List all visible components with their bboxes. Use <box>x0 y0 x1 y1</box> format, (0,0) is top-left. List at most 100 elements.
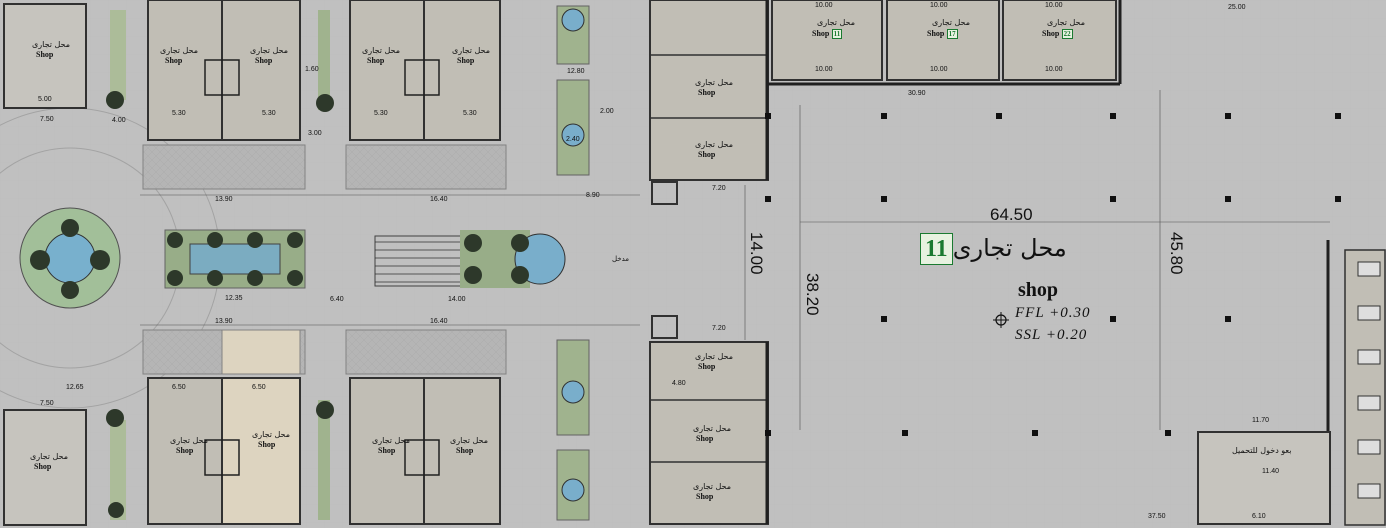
dim-7-20-a: 7.20 <box>712 185 726 192</box>
top-shop-2-en: Shop 17 <box>927 29 958 39</box>
dim-3-00: 3.00 <box>308 130 322 137</box>
upper1-shop-a-en: Shop <box>165 56 183 65</box>
stack-top-shop-b-ar: محل تجارى <box>695 140 734 149</box>
top-shop-1-ar: محل تجارى <box>817 18 856 27</box>
dim-top-shop-1: 10.00 <box>815 2 833 9</box>
left-shop-blocks <box>3 3 126 526</box>
dim-6-10: 6.10 <box>1252 513 1266 520</box>
upper1-shop-b-ar: محل تجارى <box>250 46 289 55</box>
dim-6-40: 6.40 <box>330 296 344 303</box>
upper2-shop-b-en: Shop <box>457 56 475 65</box>
dim-top-shop-2: 10.00 <box>930 2 948 9</box>
shop-block-lower-1 <box>142 329 306 525</box>
dim-16-40-b: 16.40 <box>430 318 448 325</box>
dim-top-shop-2-b: 10.00 <box>930 66 948 73</box>
dim-5-00: 5.00 <box>38 96 52 103</box>
shop-block-upper-1 <box>142 0 306 190</box>
left-shop-top-en: Shop <box>36 50 54 59</box>
lower2-shop-b-ar: محل تجارى <box>450 436 489 445</box>
dim-12-65: 12.65 <box>66 384 84 391</box>
main-shop-ssl: SSL +0.20 <box>1015 327 1088 343</box>
dim-7-20-b: 7.20 <box>712 325 726 332</box>
dim-13-90-b: 13.90 <box>215 318 233 325</box>
stack-top-shop-a-en: Shop <box>698 88 716 97</box>
upper1-shop-a-ar: محل تجارى <box>160 46 199 55</box>
dim-8-90: 8.90 <box>586 192 600 199</box>
stack-bottom-shop-c-ar: محل تجارى <box>693 482 732 491</box>
dim-13-90-a: 13.90 <box>215 196 233 203</box>
dim-4-00: 4.00 <box>112 117 126 124</box>
level-marker <box>993 312 1009 328</box>
dim-16-40-a: 16.40 <box>430 196 448 203</box>
left-shop-bottom-en: Shop <box>34 462 52 471</box>
loading-entrance-label: بعو دخول للتحميل <box>1232 446 1292 455</box>
dim-11-40: 11.40 <box>1262 468 1279 475</box>
dim-top-shop-1-b: 10.00 <box>815 66 833 73</box>
dim-5-30-d: 5.30 <box>463 110 477 117</box>
main-shop-en-label: shop <box>1018 279 1059 301</box>
right-service-bays <box>1197 240 1386 526</box>
dim-2-40: 2.40 <box>566 136 580 143</box>
dim-37-50: 37.50 <box>1148 513 1166 520</box>
dim-1-60: 1.60 <box>305 66 319 73</box>
dim-6-50-b: 6.50 <box>252 384 266 391</box>
upper1-shop-b-en: Shop <box>255 56 273 65</box>
lower2-shop-a-en: Shop <box>378 446 396 455</box>
dim-25-00: 25.00 <box>1228 4 1246 11</box>
lower1-shop-a-en: Shop <box>176 446 194 455</box>
left-shop-bottom-ar: محل تجارى <box>30 452 69 461</box>
stack-top-shop-b-en: Shop <box>698 150 716 159</box>
lower1-shop-b-en: Shop <box>258 440 276 449</box>
dim-inner: 38.20 <box>803 273 822 316</box>
dim-2-00: 2.00 <box>600 108 614 115</box>
corridor-label: مدخل <box>612 255 630 263</box>
dim-12-80: 12.80 <box>567 68 585 75</box>
stack-bottom-shop-b-en: Shop <box>696 434 714 443</box>
dimension-lines <box>140 90 1330 430</box>
column-grid <box>765 113 1341 436</box>
dim-4-80: 4.80 <box>672 380 686 387</box>
stack-bottom-shop-b-ar: محل تجارى <box>693 424 732 433</box>
stack-bottom-shop-c-en: Shop <box>696 492 714 501</box>
dim-5-30-b: 5.30 <box>262 110 276 117</box>
lower2-shop-b-en: Shop <box>456 446 474 455</box>
small-shop-stack-top <box>649 0 769 181</box>
dim-7-50-b: 7.50 <box>40 400 54 407</box>
dim-main-width: 64.50 <box>990 205 1033 224</box>
dim-top-shop-3: 10.00 <box>1045 2 1063 9</box>
top-shop-1-en: Shop 11 <box>812 29 843 39</box>
lower2-shop-a-ar: محل تجارى <box>372 436 411 445</box>
dim-5-30-a: 5.30 <box>172 110 186 117</box>
landscape-strip <box>556 5 590 521</box>
upper2-shop-a-en: Shop <box>367 56 385 65</box>
dim-6-50-a: 6.50 <box>172 384 186 391</box>
main-shop-ffl: FFL +0.30 <box>1015 305 1091 321</box>
dim-12-35: 12.35 <box>225 295 243 302</box>
dim-depth: 45.80 <box>1167 232 1186 275</box>
main-shop-number: 11 <box>920 233 953 265</box>
top-shop-2-ar: محل تجارى <box>932 18 971 27</box>
top-row-shops <box>765 0 1122 524</box>
dim-14-00: 14.00 <box>448 296 466 303</box>
trees <box>30 91 529 518</box>
stack-bottom-shop-a-ar: محل تجارى <box>695 352 734 361</box>
dim-7-50-a: 7.50 <box>40 116 54 123</box>
small-shop-stack-bottom <box>649 341 769 525</box>
stack-top-shop-a-ar: محل تجارى <box>695 78 734 87</box>
dim-side: 14.00 <box>747 232 766 275</box>
top-shop-3-en: Shop 22 <box>1042 29 1073 39</box>
shop-block-lower-2 <box>345 329 507 525</box>
top-shop-3-ar: محل تجارى <box>1047 18 1086 27</box>
lower1-shop-a-ar: محل تجارى <box>170 436 209 445</box>
left-shop-top-ar: محل تجارى <box>32 40 71 49</box>
dim-top-shop-3-b: 10.00 <box>1045 66 1063 73</box>
lower1-shop-b-ar: محل تجارى <box>252 430 291 439</box>
stack-bottom-shop-a-en: Shop <box>698 362 716 371</box>
upper2-shop-b-ar: محل تجارى <box>452 46 491 55</box>
shop-block-upper-2 <box>345 0 507 190</box>
dim-30-90: 30.90 <box>908 90 926 97</box>
dim-5-30-c: 5.30 <box>374 110 388 117</box>
dim-11-70: 11.70 <box>1252 417 1269 424</box>
